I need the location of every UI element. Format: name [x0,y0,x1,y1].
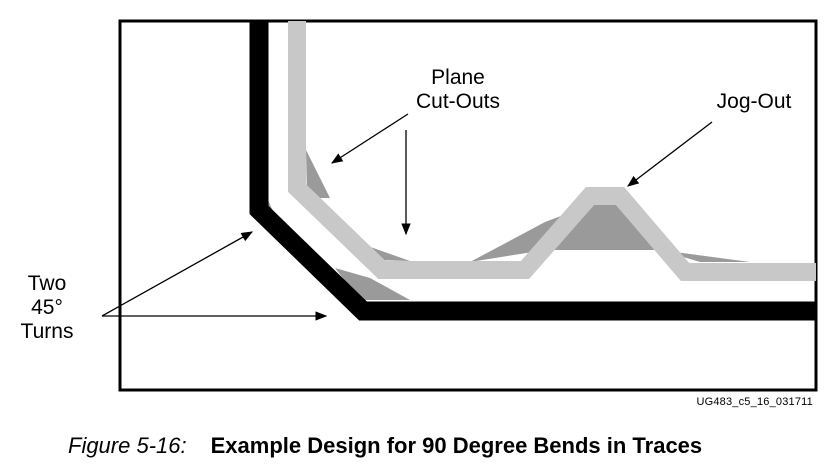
trace-two-45-turns [249,21,816,321]
figure-id: UG483_c5_16_031711 [696,396,813,408]
label-plane-line2: Cut-Outs [415,90,501,113]
plane-cutout-left-ramp [470,222,545,262]
arrow-turn-upper [101,231,254,317]
arrow-plane-left [331,113,409,164]
label-two-45-turns: Two 45° Turns [6,272,88,344]
caption-number: Figure 5-16: [68,433,187,458]
figure-caption: Figure 5-16: Example Design for 90 Degree… [0,433,830,459]
label-plane-cutouts: Plane Cut-Outs [395,66,521,114]
label-jog-out: Jog-Out [716,90,792,113]
label-turns-line3: Turns [20,320,74,343]
plane-cutout-left [306,150,330,198]
label-turns-line2: 45° [31,296,63,319]
label-turns-line1: Two [27,272,67,295]
caption-title: Example Design for 90 Degree Bends in Tr… [210,433,703,458]
label-plane-line1: Plane [431,66,485,89]
plane-cutout-right-ramp [660,250,750,262]
trace-jog-out [288,21,816,281]
arrow-jog-out [627,121,713,187]
frame-border [118,19,818,392]
